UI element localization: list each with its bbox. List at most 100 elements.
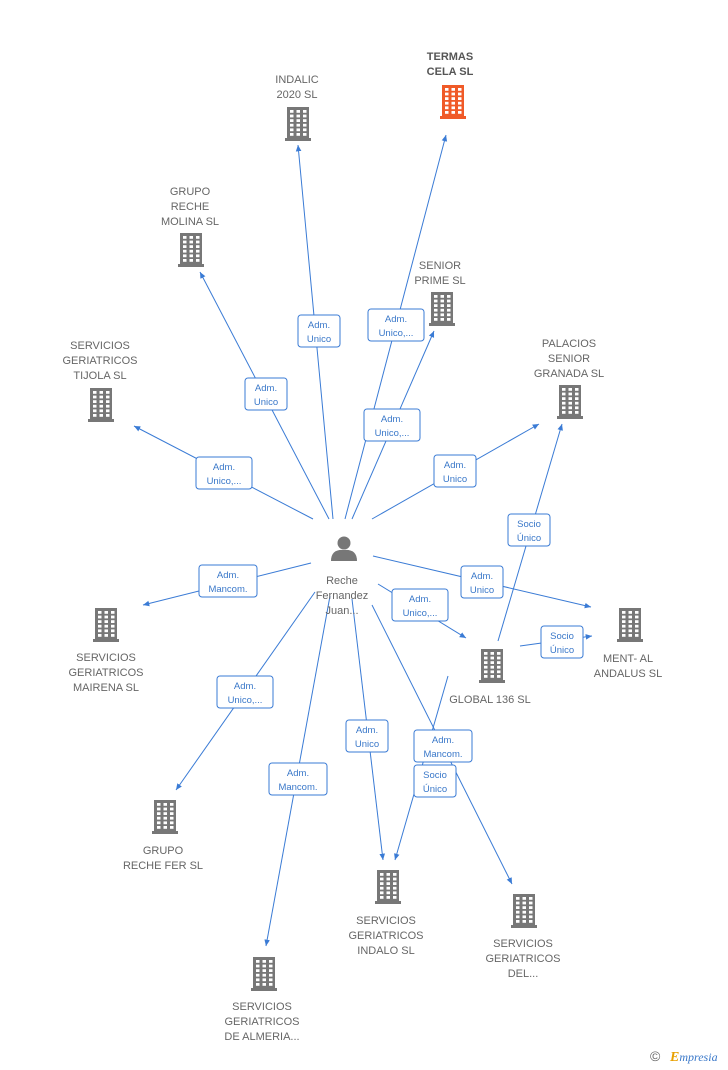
edge-label-text: Adm.: [308, 320, 330, 331]
company-label: SENIOR: [548, 353, 590, 365]
edge-label-person-to-termas[interactable]: Adm.Unico,...: [367, 308, 425, 342]
building-icon: [429, 292, 455, 326]
company-label: TERMAS: [427, 51, 473, 63]
company-label: MAIRENA SL: [73, 682, 139, 694]
edge-label-person-to-grupo_molina[interactable]: Adm. Unico: [244, 377, 288, 411]
person-node[interactable]: RecheFernandezJuan...: [316, 536, 369, 618]
edge-label-person-to-senior_prime[interactable]: Adm. Unico,...: [363, 408, 421, 442]
edge-label-person-to-mental[interactable]: Adm.Unico: [460, 565, 504, 599]
company-label: GRUPO: [170, 186, 211, 198]
building-icon: [479, 649, 505, 683]
company-label: SERVICIOS: [356, 915, 416, 927]
edge-label-text: Mancom.: [208, 584, 247, 595]
edge-label-person-to-indalo[interactable]: Adm.Unico: [345, 719, 389, 753]
company-label: SERVICIOS: [232, 1001, 292, 1013]
edge-label-text: Adm.: [471, 571, 493, 582]
company-label: GERIATRICOS: [349, 930, 424, 942]
company-node-indalo[interactable]: SERVICIOS GERIATRICOS INDALO SL: [349, 870, 424, 957]
edge-label-text: Adm.: [234, 681, 256, 692]
edge-label-text: Único: [517, 533, 541, 544]
edge-label-text: Único: [550, 645, 574, 656]
edge-labels-layer: Adm.UnicoAdm.Unico,...Adm.UnicoAdm.Unico…: [195, 308, 584, 798]
edge-label-person-to-almeria[interactable]: Adm. Mancom.: [268, 762, 328, 796]
copyright-symbol: ©: [650, 1048, 661, 1064]
edge-label-text: Socio: [550, 631, 574, 642]
edge-label-text: Adm.: [385, 314, 407, 325]
edge-label-text: Unico: [254, 397, 278, 408]
edge-label-person-to-indalic[interactable]: Adm.Unico: [297, 314, 341, 348]
company-label: GRANADA SL: [534, 368, 604, 380]
edge-label-box: [540, 625, 584, 659]
company-label: INDALO SL: [357, 945, 414, 957]
company-label: GRUPO: [143, 845, 184, 857]
edge-label-box: [391, 588, 449, 622]
company-label: PALACIOS: [542, 338, 596, 350]
edge-label-text: Adm.: [255, 383, 277, 394]
edge-label-person-to-del[interactable]: Adm.Mancom.: [413, 729, 473, 763]
person-name-label: Fernandez: [316, 590, 369, 602]
company-node-termas[interactable]: TERMAS CELA SL: [427, 51, 474, 119]
edge-label-box: [433, 454, 477, 488]
company-label: SERVICIOS: [493, 938, 553, 950]
edge-label-person-to-global[interactable]: Adm.Unico,...: [391, 588, 449, 622]
edge-label-box: [244, 377, 288, 411]
person-name-label: Reche: [326, 575, 358, 587]
edge-label-person-to-grupo_fer[interactable]: Adm. Unico,...: [216, 675, 274, 709]
building-icon: [152, 800, 178, 834]
company-label: DE ALMERIA...: [224, 1031, 299, 1043]
company-node-indalic[interactable]: INDALIC 2020 SL: [275, 74, 319, 141]
building-icon: [178, 233, 204, 267]
company-label: RECHE FER SL: [123, 860, 203, 872]
edge-label-person-to-mairena[interactable]: Adm.Mancom.: [198, 564, 258, 598]
building-icon: [251, 957, 277, 991]
edge-label-box: [507, 513, 551, 547]
company-node-global[interactable]: GLOBAL 136 SL: [449, 649, 531, 706]
edge-label-person-to-tijola[interactable]: Adm. Unico,...: [195, 456, 253, 490]
edge-label-text: Unico,...: [228, 695, 263, 706]
edge-label-box: [367, 308, 425, 342]
company-label: ANDALUS SL: [594, 668, 662, 680]
company-label: TIJOLA SL: [73, 370, 126, 382]
edge-label-text: Unico,...: [403, 608, 438, 619]
edge-label-text: Mancom.: [278, 782, 317, 793]
edge-label-text: Socio: [517, 519, 541, 530]
edge-label-box: [413, 764, 457, 798]
edge-label-box: [413, 729, 473, 763]
company-node-grupo-fer[interactable]: GRUPO RECHE FER SL: [123, 800, 203, 872]
company-label: INDALIC: [275, 74, 318, 86]
building-icon: [93, 608, 119, 642]
company-node-del[interactable]: SERVICIOS GERIATRICOS DEL...: [486, 894, 561, 980]
edge-label-text: Adm.: [213, 462, 235, 473]
company-node-palacios[interactable]: PALACIOS SENIOR GRANADA SL: [534, 338, 604, 419]
edge-label-text: Único: [423, 784, 447, 795]
company-label: 2020 SL: [277, 89, 318, 101]
person-icon: [331, 536, 357, 561]
edge-label-person-to-palacios[interactable]: Adm.Unico: [433, 454, 477, 488]
company-label: DEL...: [508, 968, 539, 980]
edge-label-text: Unico,...: [375, 428, 410, 439]
company-label: GERIATRICOS: [486, 953, 561, 965]
edge-label-text: Adm.: [287, 768, 309, 779]
edge-label-text: Adm.: [432, 735, 454, 746]
building-icon: [511, 894, 537, 928]
company-label: CELA SL: [427, 66, 474, 78]
company-label: MOLINA SL: [161, 216, 219, 228]
edge-label-box: [460, 565, 504, 599]
edge-label-text: Unico,...: [207, 476, 242, 487]
edge-label-box: [216, 675, 274, 709]
edge-label-text: Adm.: [381, 414, 403, 425]
brand-logo: Empresia: [670, 1050, 718, 1066]
edge-label-text: Unico: [443, 474, 467, 485]
building-icon: [375, 870, 401, 904]
